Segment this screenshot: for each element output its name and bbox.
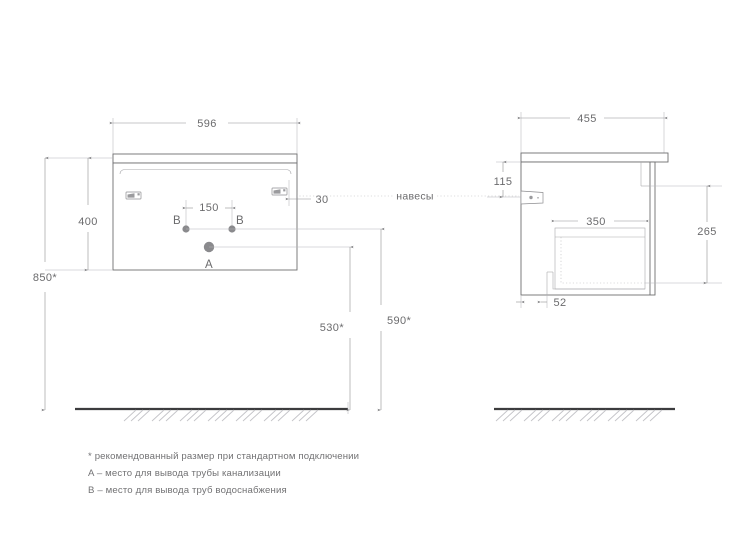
floor-right	[494, 407, 675, 422]
hangers-label: навесы	[396, 191, 434, 203]
drawer-box-side	[554, 227, 646, 290]
dim-400-label: 400	[78, 216, 98, 228]
hanger-bracket-left-icon	[125, 191, 142, 200]
legend-line-2: A – место для вывода трубы канализации	[88, 468, 281, 479]
dim-590: 590*	[377, 227, 412, 412]
legend-block: * рекомендованный размер при стандартном…	[88, 451, 359, 496]
dim-150: 150	[182, 200, 236, 228]
dim-265-label: 265	[697, 226, 717, 238]
dim-590-label: 590*	[387, 315, 412, 327]
dim-455-label: 455	[577, 113, 597, 125]
dim-30-label: 30	[315, 194, 328, 206]
hangers-callout: навесы	[296, 191, 519, 203]
dim-150-label: 150	[199, 202, 219, 214]
hanger-bracket-right-icon	[271, 187, 288, 196]
dim-530-label: 530*	[320, 322, 345, 334]
front-elevation-group: 596	[33, 118, 412, 422]
dim-596-label: 596	[197, 118, 217, 130]
marker-label-b-right: B	[236, 215, 244, 227]
floor-hatch-right	[495, 409, 663, 422]
marker-label-b-left: B	[173, 215, 181, 227]
dim-115: 115	[487, 160, 521, 199]
side-section-group: 455	[487, 112, 722, 422]
countertop	[112, 153, 298, 164]
dim-455: 455	[517, 113, 668, 125]
countertop-side	[520, 152, 669, 163]
legend-line-3: B – место для вывода труб водоснабжения	[88, 485, 287, 496]
dim-400: 400	[78, 156, 98, 272]
floor-hatch-left	[123, 409, 319, 422]
floor-left	[75, 402, 349, 422]
dim-596: 596	[109, 118, 301, 130]
dim-52-label: 52	[553, 297, 566, 309]
dim-52: 52	[516, 295, 566, 309]
dim-850: 850*	[33, 156, 58, 412]
dim-350: 350	[551, 216, 649, 228]
marker-label-a-drain: A	[205, 259, 213, 271]
dim-115-label: 115	[494, 176, 513, 188]
legend-line-1: * рекомендованный размер при стандартном…	[88, 451, 359, 462]
dim-265: 265	[645, 184, 722, 285]
dim-30: 30	[285, 194, 328, 206]
cabinet-front-body	[112, 162, 298, 271]
dim-350-label: 350	[586, 216, 606, 228]
hanger-bracket-side-icon	[520, 190, 544, 205]
dim-850-label: 850*	[33, 272, 58, 284]
drawer-handle-recess	[119, 169, 292, 175]
dim-530: 530*	[320, 245, 354, 412]
foot-line-inner	[552, 272, 645, 290]
